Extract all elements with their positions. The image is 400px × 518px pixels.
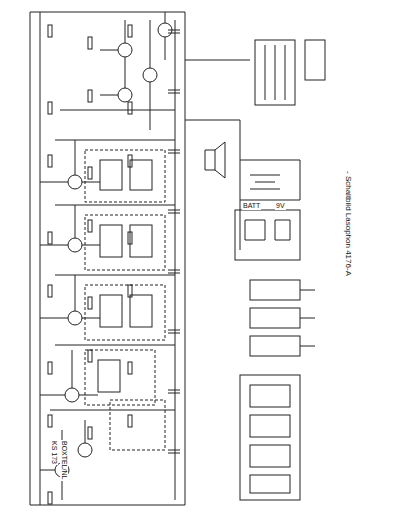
capacitor-symbol — [168, 30, 180, 33]
resistor-symbol — [48, 415, 52, 427]
resistor-symbol — [88, 427, 92, 439]
resistor-symbol — [48, 155, 52, 167]
resistor-symbol — [88, 90, 92, 102]
resistor-symbol — [128, 102, 132, 114]
resistor-symbol — [128, 155, 132, 167]
capacitor-symbol — [168, 450, 180, 453]
resistor-symbol — [48, 285, 52, 297]
resistor-symbol — [88, 167, 92, 179]
resistor-symbol — [128, 25, 132, 37]
capacitor-symbol — [168, 330, 180, 333]
resistor-symbol — [48, 362, 52, 374]
resistor-symbol — [128, 415, 132, 427]
capacitor-symbol — [168, 390, 180, 393]
resistor-symbol — [48, 25, 52, 37]
resistor-symbol — [48, 232, 52, 244]
resistor-symbol — [88, 37, 92, 49]
part-label: BOXTEL/NL — [60, 440, 68, 481]
resistor-symbol — [128, 285, 132, 297]
resistor-symbol — [48, 102, 52, 114]
resistor-symbol — [48, 492, 52, 504]
resistor-symbol — [128, 232, 132, 244]
part-label: KS 173 — [50, 440, 58, 465]
part-label: 9V — [275, 202, 286, 210]
resistor-symbol — [88, 220, 92, 232]
resistor-symbol — [88, 297, 92, 309]
resistor-symbol — [128, 362, 132, 374]
capacitor-symbol — [168, 210, 180, 213]
part-label: BATT — [242, 202, 261, 210]
capacitor-symbol — [168, 90, 180, 93]
capacitor-symbol — [168, 150, 180, 153]
capacitor-symbol — [168, 270, 180, 273]
resistor-symbol — [88, 350, 92, 362]
diagram-title: - Schaltbild Lasophon 4176-A — [343, 170, 352, 277]
